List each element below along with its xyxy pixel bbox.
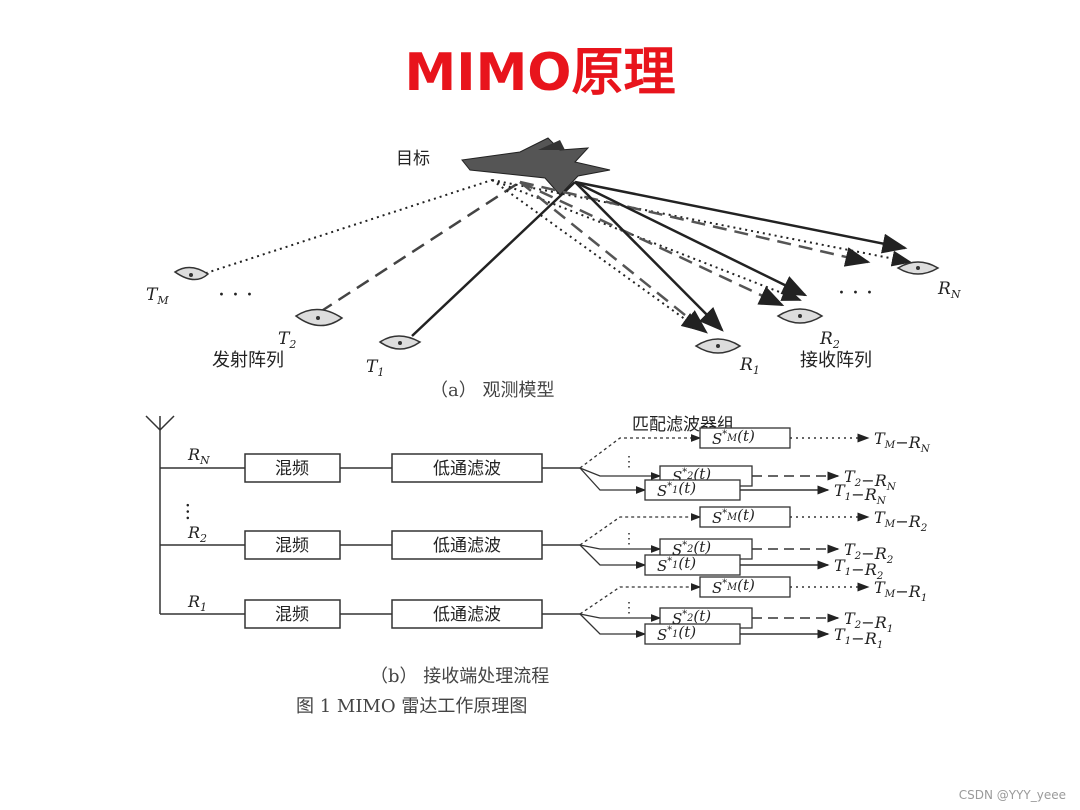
filter-output-label: TM−R2 [874,508,928,534]
tx-ellipsis: · · · [218,283,253,308]
rx-antenna-r2 [776,308,824,324]
filter-ellipsis: ⋮ [622,600,636,616]
filter-output-label: T2−R2 [844,540,894,566]
lowpass-label-r1: 低通滤波 [433,605,501,625]
trunk-ellipsis: ··· [176,502,200,521]
filter-output-label: T1−RN [834,481,887,507]
rx-antenna-r1 [694,338,742,354]
filter-output-label: T1−R2 [834,556,884,582]
tx-antenna-t2 [294,308,344,327]
channel-r1-label: R1 [187,592,207,614]
filter-output-label: T2−RN [844,467,897,493]
lowpass-box-r1 [391,599,543,629]
label-rn: RN [937,279,961,301]
mixer-box-r2 [244,530,341,560]
tx-path-t1 [411,181,576,337]
label-t1: T1 [366,357,384,379]
tx-array-label: 发射阵列 [212,350,284,371]
lowpass-box-rn [391,453,543,483]
matched-filter-label: S*2(t) [672,465,711,486]
channel-r1: R1 混频 低通滤波 [160,592,580,629]
filter-branch-line [579,613,647,638]
caption-a: （a） 观测模型 [430,380,554,401]
filter-group-0: S*M(t) TM−RN S*2(t) T2−RN S*1(t) T1−RN ⋮ [579,427,931,507]
label-r2: R2 [819,329,840,351]
matched-filter-label: S*1(t) [657,554,696,575]
filter-ellipsis: ⋮ [622,454,636,470]
rx-antenna-rn [896,261,940,275]
filter-output-label: TM−R1 [874,578,927,604]
filter-output-label: T2−R1 [844,609,893,635]
matched-filter-label: S*M(t) [712,427,755,448]
filter-branch-line [579,513,702,546]
filter-branch-line [579,583,702,615]
channel-rn: RN 混频 低通滤波 [160,445,580,483]
matched-filter-label: S*1(t) [657,479,696,500]
reflected-paths [491,179,912,334]
watermark: CSDN @YYY_yeee [958,788,1066,802]
rx-ellipsis: · · · [838,281,873,306]
tx-antenna-t1 [378,335,422,350]
label-r1: R1 [739,355,760,377]
filter-branch-line [579,544,647,569]
matched-filter-groups: S*M(t)TM−RNS*2(t)T2−RNS*1(t)T1−RN⋮S*M(t)… [579,427,931,651]
tx-path-t2 [319,180,521,314]
filter-group-1: S*M(t) TM−R2S*2(t) T2−R2S*1(t) T1−R2 ⋮ [579,506,928,582]
caption-b: （b） 接收端处理流程 [370,666,549,687]
filter-branch-line [579,467,662,480]
matched-filter-label: S*2(t) [672,538,711,559]
lowpass-label-rn: 低通滤波 [433,459,501,479]
mixer-label-r2: 混频 [275,536,309,556]
matched-filter-label: S*2(t) [672,607,711,628]
filter-branch-line [579,544,662,553]
filter-branch-line [579,467,647,494]
filter-branch-line [579,613,662,622]
mixer-box-rn [244,453,341,483]
matched-filter-label: S*M(t) [712,576,755,597]
filter-output-label: T1−R1 [834,625,883,651]
slide-title: MIMO原理 [404,43,676,103]
label-tm: TM [146,285,169,307]
channel-r2: R2 混频 低通滤波 [160,523,580,560]
matched-filter-label: S*1(t) [657,623,696,644]
matched-filter-label: S*M(t) [712,506,755,527]
filter-output-label: TM−RN [874,429,931,455]
channel-r2-label: R2 [187,523,207,545]
lowpass-label-r2: 低通滤波 [433,536,501,556]
filter-branch-line [579,434,702,469]
filter-group-2: S*M(t) TM−R1S*2(t) T2−R1S*1(t) T1−R1 ⋮ [579,576,927,651]
tx-path-tm [199,179,493,276]
target-label: 目标 [396,149,430,169]
filter-ellipsis: ⋮ [622,531,636,547]
label-t2: T2 [278,329,296,351]
aircraft-icon [461,137,611,196]
mixer-label-r1: 混频 [275,605,309,625]
channel-rn-label: RN [187,445,210,467]
mixer-label-rn: 混频 [275,459,309,479]
receive-antenna-icon [145,415,175,614]
tx-antenna-tm [173,266,210,281]
figure-caption: 图 1 MIMO 雷达工作原理图 [296,696,527,717]
rx-array-label: 接收阵列 [800,350,872,371]
